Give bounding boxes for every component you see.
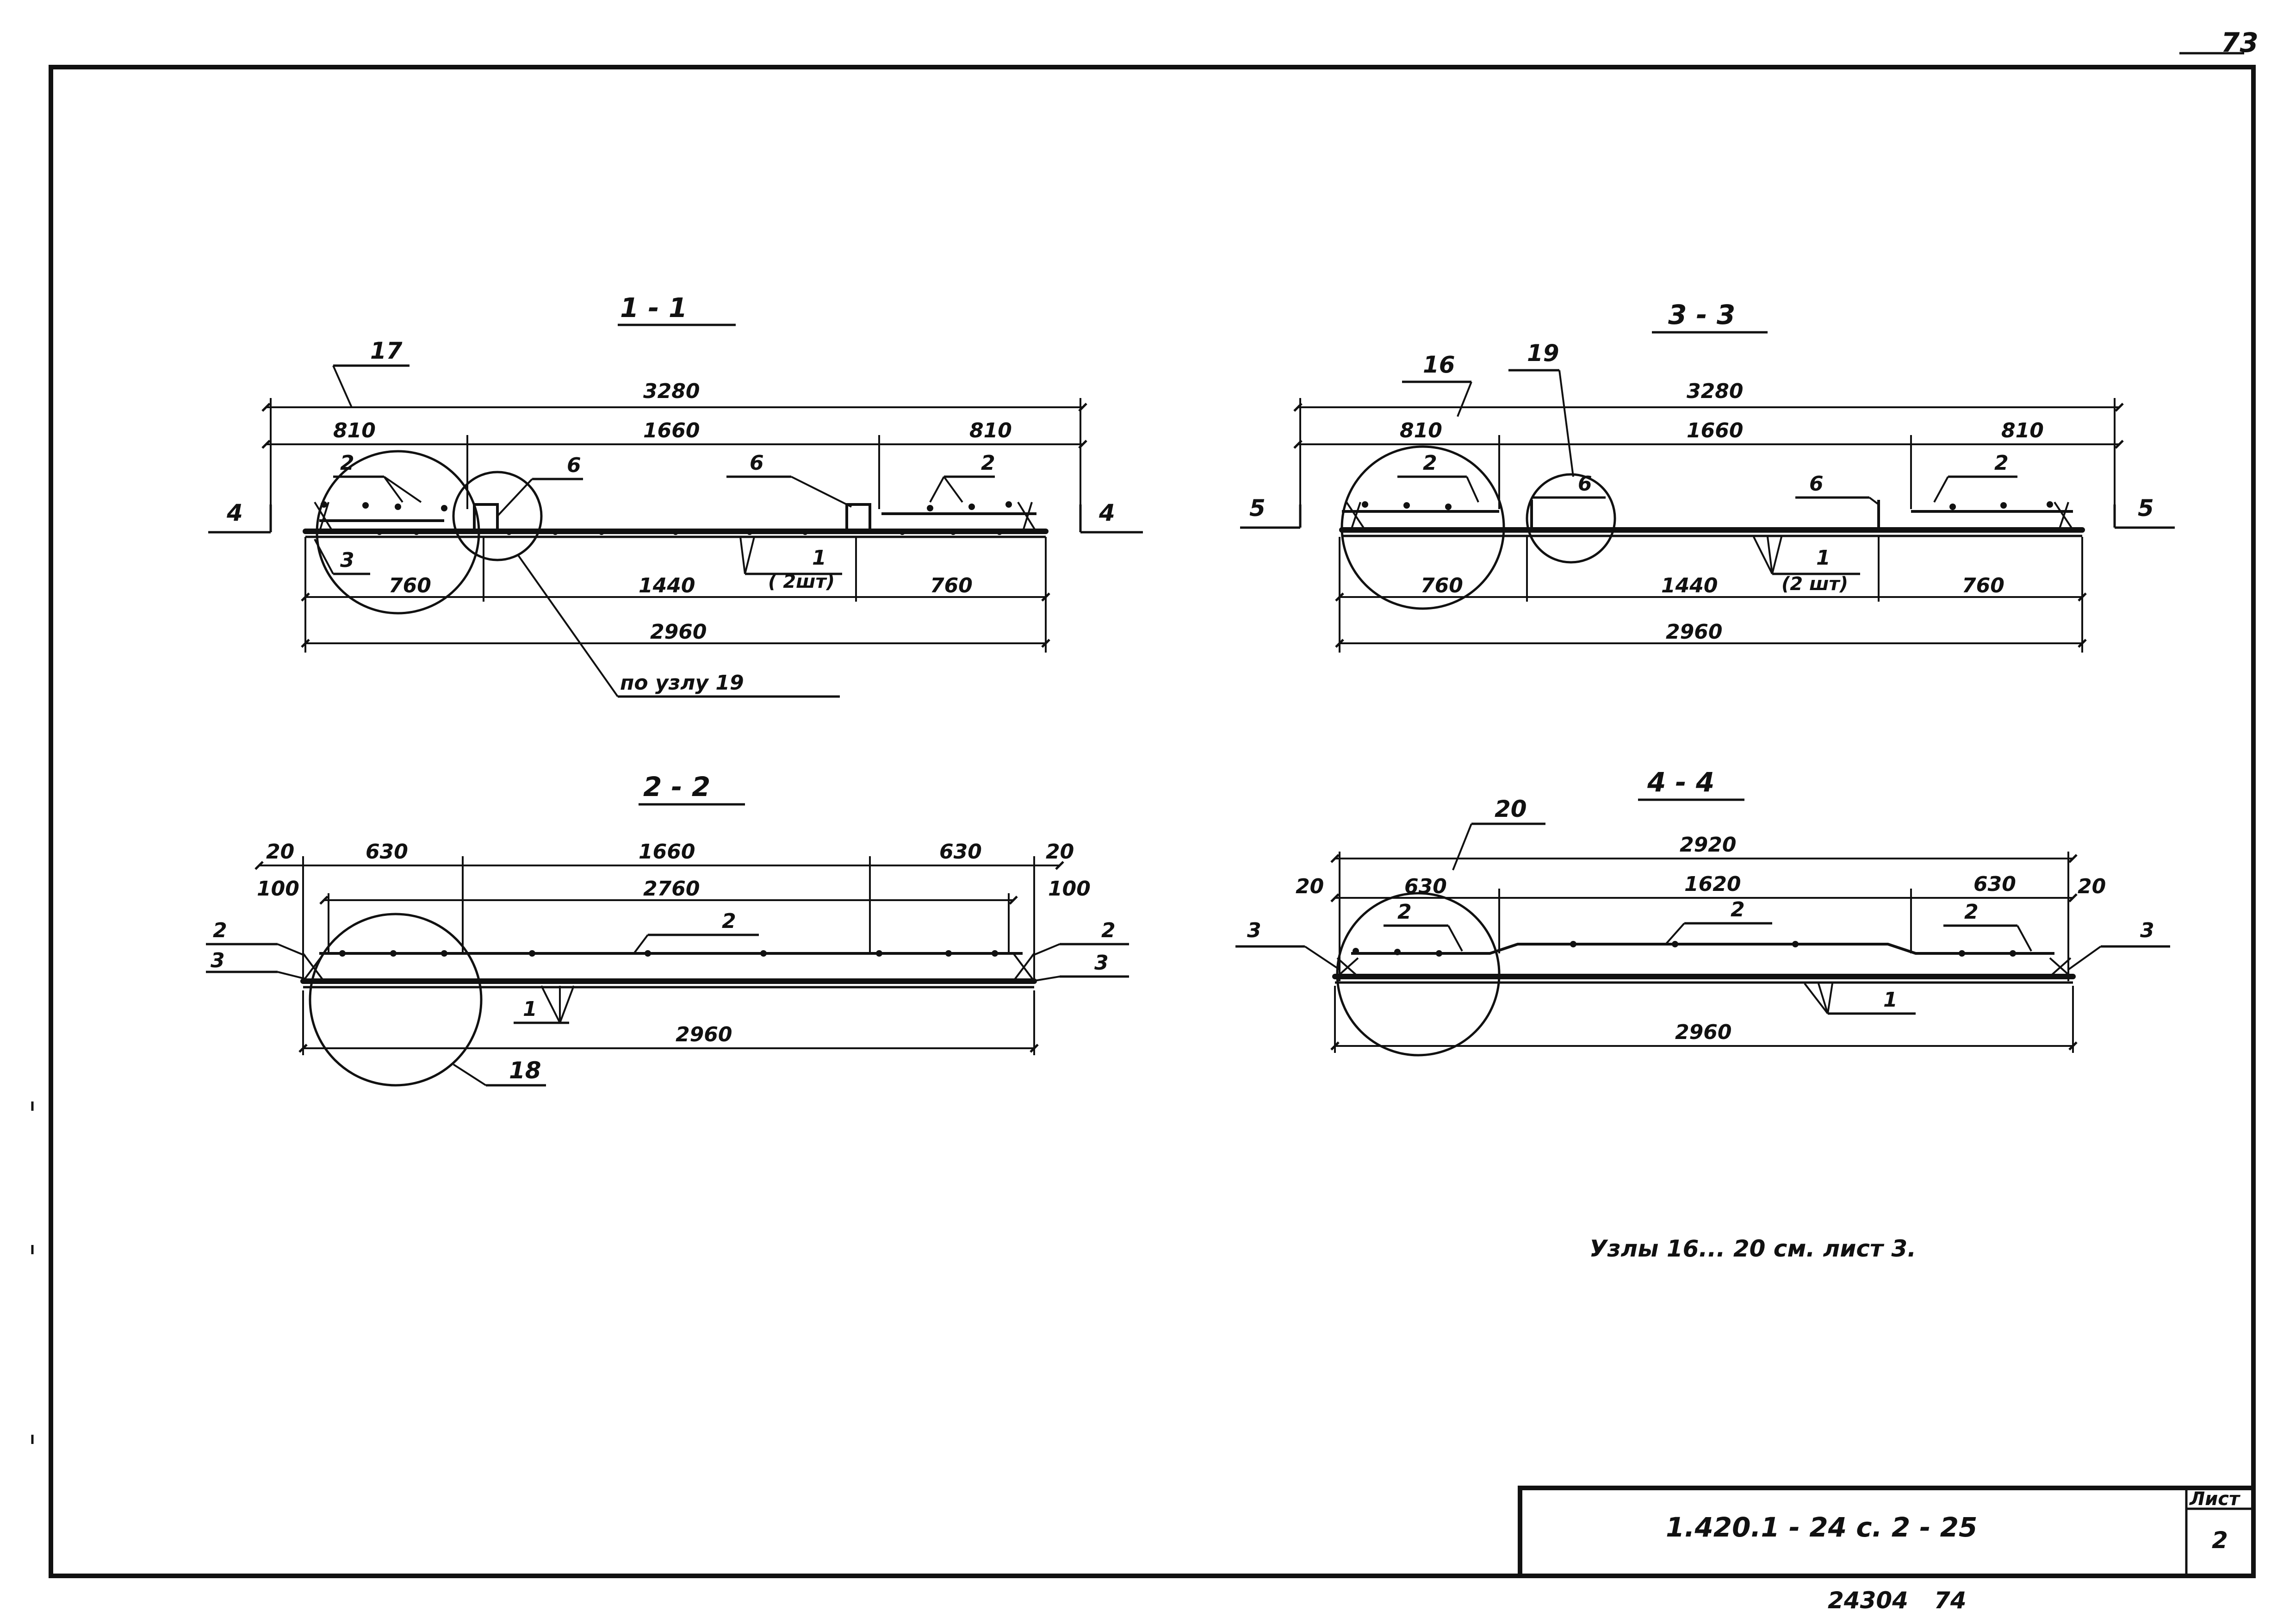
sec33-dim-2960: 2960 bbox=[1666, 620, 1722, 644]
sec11-dim-2960: 2960 bbox=[650, 620, 707, 644]
sec11-pos4-right: 4 bbox=[1098, 499, 1115, 526]
sec22-dim-2760: 2760 bbox=[643, 877, 700, 901]
sec44-dim-630-left: 630 bbox=[1404, 875, 1447, 898]
sec22-dim-20-left: 20 bbox=[266, 840, 294, 864]
sec44-dim-2920: 2920 bbox=[1680, 833, 1736, 857]
section-1-1-title: 1 - 1 bbox=[620, 292, 687, 324]
sec11-dim-760-left: 760 bbox=[389, 574, 431, 597]
sec22-pos2-left: 2 bbox=[213, 919, 227, 942]
sec33-dim-3280: 3280 bbox=[1687, 380, 1743, 403]
sec11-node-ref: по узлу 19 bbox=[620, 671, 744, 695]
sec44-dim-630-right: 630 bbox=[1973, 872, 2016, 896]
sec33-dim-810-left: 810 bbox=[1400, 419, 1442, 442]
sec11-dim-760-right: 760 bbox=[930, 574, 973, 597]
archive-suffix: 74 bbox=[1934, 1587, 1967, 1614]
sec22-pos1: 1 bbox=[523, 997, 537, 1021]
sec11-pos2-right: 2 bbox=[981, 451, 995, 475]
sec11-pos4-left: 4 bbox=[226, 499, 243, 526]
sec44-pos3-left: 3 bbox=[1247, 919, 1261, 942]
sec33-pos1-count: (2 шт) bbox=[1781, 573, 1848, 595]
sec22-node-18: 18 bbox=[509, 1057, 541, 1084]
sec11-pos6-left: 6 bbox=[567, 454, 581, 477]
sec11-dim-3280: 3280 bbox=[643, 380, 700, 403]
sec33-pos2-left: 2 bbox=[1423, 451, 1437, 475]
sec33-dim-760-right: 760 bbox=[1962, 574, 2004, 597]
sec11-pos1-count: ( 2шт) bbox=[768, 571, 835, 592]
sec22-dim-630-right: 630 bbox=[939, 840, 982, 864]
sec33-pos6-left: 6 bbox=[1578, 472, 1592, 496]
sec44-pos2-left: 2 bbox=[1397, 900, 1412, 924]
sec33-pos5-right: 5 bbox=[2138, 495, 2154, 522]
sec44-node-20: 20 bbox=[1495, 796, 1527, 822]
drawing-code: 1.420.1 - 24 с. 2 - 25 bbox=[1666, 1512, 1977, 1543]
sec33-dim-760-left: 760 bbox=[1421, 574, 1463, 597]
sec33-pos1: 1 bbox=[1816, 546, 1831, 570]
sec22-dim-630-left: 630 bbox=[366, 840, 408, 864]
sec22-dim-100-right: 100 bbox=[1048, 877, 1091, 901]
sec11-dim-1660: 1660 bbox=[643, 419, 700, 442]
sec33-pos5-left: 5 bbox=[1249, 495, 1266, 522]
sec33-pos6-right: 6 bbox=[1809, 472, 1824, 496]
section-4-4-title: 4 - 4 bbox=[1647, 766, 1714, 798]
sec33-dim-1660: 1660 bbox=[1687, 419, 1743, 442]
corner-number: 73 bbox=[2221, 27, 2259, 58]
section-3-3: 3 - 3 3280 810 1660 810 bbox=[1240, 299, 2175, 653]
archive-number: 24304 bbox=[1828, 1587, 1908, 1614]
sec11-pos1: 1 bbox=[812, 546, 826, 570]
sec22-pos3-right: 3 bbox=[1094, 951, 1109, 975]
sec44-dim-2960: 2960 bbox=[1675, 1020, 1731, 1044]
sec44-pos1: 1 bbox=[1883, 988, 1898, 1012]
sec33-node-19: 19 bbox=[1527, 340, 1559, 367]
section-2-2-title: 2 - 2 bbox=[643, 771, 710, 803]
section-3-3-title: 3 - 3 bbox=[1668, 299, 1735, 330]
sec11-pos2-left: 2 bbox=[340, 451, 354, 475]
sec44-pos3-right: 3 bbox=[2140, 919, 2154, 942]
sec44-dim-1620: 1620 bbox=[1684, 872, 1741, 896]
section-4-4: 4 - 4 2920 20 630 1620 630 20 2960 bbox=[1235, 766, 2170, 1057]
sec33-node-16: 16 bbox=[1423, 351, 1455, 378]
sec22-dim-100-left: 100 bbox=[257, 877, 299, 901]
sec22-pos2-mid: 2 bbox=[722, 909, 736, 933]
sec44-pos2-right: 2 bbox=[1964, 900, 1979, 924]
section-2-2: 2 - 2 20 630 1660 630 20 2760 100 100 bbox=[206, 771, 1129, 1087]
sec11-node-17: 17 bbox=[370, 337, 403, 364]
sec33-dim-810-right: 810 bbox=[2001, 419, 2044, 442]
sec22-dim-20-right: 20 bbox=[1046, 840, 1074, 864]
sec11-dim-810-right: 810 bbox=[969, 419, 1012, 442]
sec44-pos2-mid: 2 bbox=[1731, 898, 1745, 921]
sec22-dim-2960: 2960 bbox=[676, 1023, 732, 1046]
sec11-dim-810-left: 810 bbox=[333, 419, 376, 442]
sheet-number: 2 bbox=[2212, 1527, 2228, 1554]
sec11-pos3: 3 bbox=[340, 548, 354, 572]
sheet-label: Лист bbox=[2189, 1488, 2241, 1510]
sec33-pos2-right: 2 bbox=[1994, 451, 2009, 475]
sec11-dim-1440: 1440 bbox=[639, 574, 695, 597]
title-block: 1.420.1 - 24 с. 2 - 25 Лист 2 bbox=[1518, 1486, 2256, 1578]
sec11-pos6-right: 6 bbox=[750, 451, 764, 475]
sec44-dim-20-right: 20 bbox=[2078, 875, 2106, 898]
sec22-pos3-left: 3 bbox=[211, 949, 225, 972]
sec44-dim-20-left: 20 bbox=[1296, 875, 1324, 898]
sec22-dim-1660: 1660 bbox=[639, 840, 695, 864]
sec33-dim-1440: 1440 bbox=[1661, 574, 1718, 597]
section-1-1: 1 - 1 3280 810 1660 810 bbox=[208, 292, 1143, 698]
nodes-note: Узлы 16... 20 см. лист 3. bbox=[1589, 1235, 1916, 1262]
sheet-frame: 73 bbox=[49, 27, 2259, 1578]
sec22-pos2-right: 2 bbox=[1101, 919, 1116, 942]
